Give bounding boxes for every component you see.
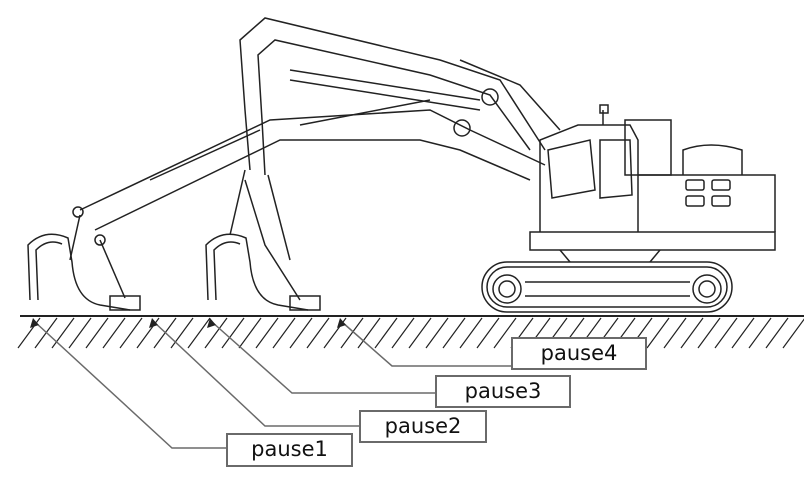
hatch-line — [731, 317, 755, 349]
hatch-line — [391, 317, 415, 349]
hatch-line — [697, 317, 721, 349]
hatch-line — [493, 317, 517, 349]
hatch-line — [663, 317, 687, 349]
hatch-line — [714, 317, 738, 349]
hatch-line — [306, 317, 330, 349]
label-pause2: pause2 — [359, 410, 487, 443]
hatch-line — [680, 317, 704, 349]
excavator-tracks — [481, 261, 733, 313]
hatch-line — [221, 317, 245, 349]
hatch-line — [289, 317, 313, 349]
hatch-line — [68, 317, 92, 349]
leader-lines — [34, 321, 511, 449]
hatch-line — [51, 317, 75, 349]
hatch-line — [187, 317, 211, 349]
hatch-line — [357, 317, 381, 349]
boom-lowered — [69, 99, 546, 299]
hatch-line — [374, 317, 398, 349]
hatch-line — [119, 317, 143, 349]
hatch-line — [204, 317, 228, 349]
label-pause1: pause1 — [226, 433, 353, 467]
hatch-line — [765, 317, 789, 349]
hatch-line — [442, 317, 466, 349]
boom-raised — [229, 17, 561, 301]
hatch-line — [85, 317, 109, 349]
arrowheads — [30, 318, 346, 328]
excavator-body — [529, 104, 776, 263]
hatch-line — [238, 317, 262, 349]
label-pause4: pause4 — [511, 337, 647, 370]
hatch-line — [646, 317, 670, 349]
buckets — [27, 233, 321, 311]
hatch-line — [782, 318, 804, 349]
hatch-line — [425, 317, 449, 349]
hatch-line — [408, 317, 432, 349]
hatch-line — [102, 317, 126, 349]
label-pause3: pause3 — [435, 375, 571, 408]
hatch-line — [170, 317, 194, 349]
hatch-line — [255, 317, 279, 349]
ground-hatching — [17, 317, 804, 349]
hatch-line — [476, 317, 500, 349]
hatch-line — [272, 317, 296, 349]
hatch-line — [748, 317, 772, 349]
hatch-line — [459, 317, 483, 349]
hatch-line — [340, 317, 364, 349]
